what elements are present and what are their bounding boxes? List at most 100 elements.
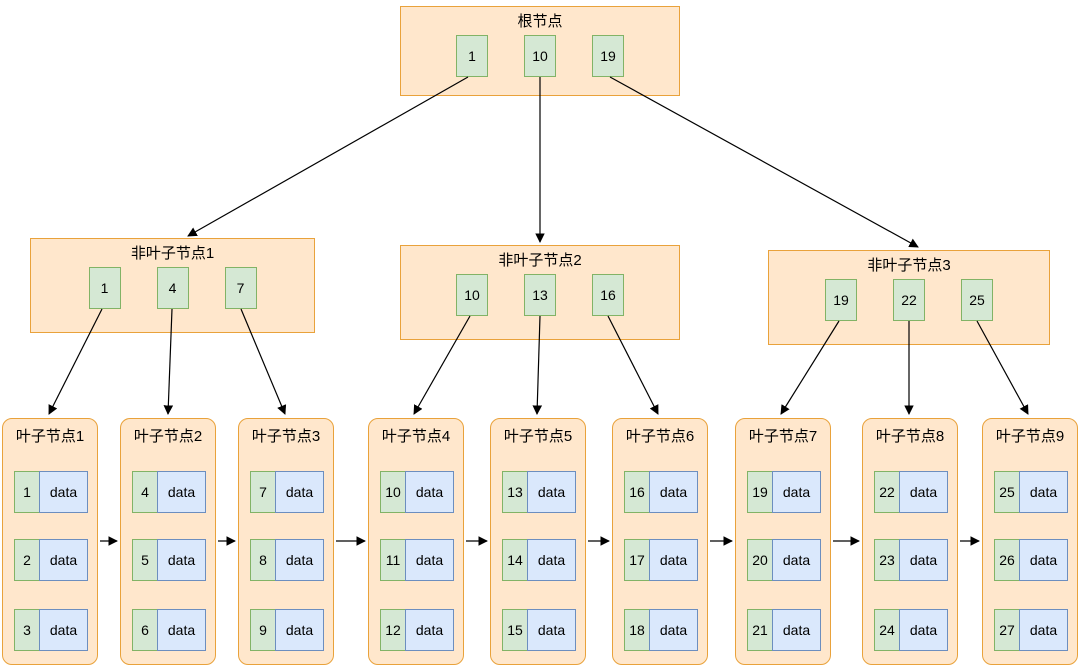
key-cell: 19 <box>747 471 773 513</box>
key-cell: 1 <box>14 471 40 513</box>
data-cell: data <box>39 471 88 513</box>
leaf-node-title: 叶子节点2 <box>133 428 203 445</box>
data-cell: data <box>899 471 948 513</box>
key-cell: 1 <box>88 267 121 309</box>
key-cell: 21 <box>747 609 773 651</box>
data-cell: data <box>405 539 454 581</box>
leaf-node-title: 叶子节点3 <box>251 428 321 445</box>
internal-node-keys: 19 22 25 <box>769 279 1049 321</box>
leaf-row: 14 data <box>502 539 576 581</box>
key-cell: 1 <box>456 35 488 77</box>
leaf-row: 10 data <box>380 471 454 513</box>
data-cell: data <box>405 471 454 513</box>
key-cell: 2 <box>14 539 40 581</box>
internal-node-2: 非叶子节点2 10 13 16 <box>400 245 680 340</box>
key-cell: 23 <box>874 539 900 581</box>
leaf-node-3: 叶子节点3 7 data 8 data 9 data <box>238 418 334 665</box>
key-cell: 24 <box>874 609 900 651</box>
data-cell: data <box>649 539 698 581</box>
data-cell: data <box>527 609 576 651</box>
leaf-row: 26 data <box>994 539 1068 581</box>
leaf-row: 20 data <box>747 539 821 581</box>
key-cell: 25 <box>994 471 1020 513</box>
leaf-row: 9 data <box>250 609 324 651</box>
key-cell: 18 <box>624 609 650 651</box>
data-cell: data <box>39 609 88 651</box>
leaf-node-title: 叶子节点6 <box>625 428 695 445</box>
data-cell: data <box>527 539 576 581</box>
leaf-row: 24 data <box>874 609 948 651</box>
leaf-row: 15 data <box>502 609 576 651</box>
leaf-row: 21 data <box>747 609 821 651</box>
key-cell: 9 <box>250 609 276 651</box>
leaf-row: 18 data <box>624 609 698 651</box>
leaf-node-9: 叶子节点9 25 data 26 data 27 data <box>982 418 1078 665</box>
leaf-node-8: 叶子节点8 22 data 23 data 24 data <box>862 418 958 665</box>
key-cell: 22 <box>893 279 925 321</box>
data-cell: data <box>1019 609 1068 651</box>
leaf-row: 22 data <box>874 471 948 513</box>
arrow-root-to-internal-3 <box>609 76 919 248</box>
key-cell: 27 <box>994 609 1020 651</box>
internal-node-3: 非叶子节点3 19 22 25 <box>768 250 1050 345</box>
key-cell: 26 <box>994 539 1020 581</box>
leaf-node-title: 叶子节点8 <box>875 428 945 445</box>
leaf-row: 1 data <box>14 471 88 513</box>
leaf-row: 23 data <box>874 539 948 581</box>
leaf-node-7: 叶子节点7 19 data 20 data 21 data <box>735 418 831 665</box>
leaf-row: 8 data <box>250 539 324 581</box>
key-cell: 11 <box>380 539 406 581</box>
root-node-keys: 1 10 19 <box>401 35 679 77</box>
leaf-row: 25 data <box>994 471 1068 513</box>
leaf-row: 19 data <box>747 471 821 513</box>
key-cell: 12 <box>380 609 406 651</box>
key-cell: 10 <box>456 274 488 316</box>
key-cell: 3 <box>14 609 40 651</box>
key-cell: 17 <box>624 539 650 581</box>
internal-node-keys: 1 4 7 <box>31 267 314 309</box>
leaf-row: 3 data <box>14 609 88 651</box>
key-cell: 19 <box>592 35 624 77</box>
leaf-row: 12 data <box>380 609 454 651</box>
key-cell: 20 <box>747 539 773 581</box>
internal-node-title: 非叶子节点3 <box>867 257 951 274</box>
key-cell: 15 <box>502 609 528 651</box>
leaf-row: 27 data <box>994 609 1068 651</box>
arrow-root-to-internal-1 <box>187 76 469 237</box>
leaf-row: 16 data <box>624 471 698 513</box>
data-cell: data <box>157 539 206 581</box>
key-cell: 13 <box>524 274 556 316</box>
data-cell: data <box>899 609 948 651</box>
data-cell: data <box>275 539 324 581</box>
internal-node-keys: 10 13 16 <box>401 274 679 316</box>
leaf-node-title: 叶子节点4 <box>381 428 451 445</box>
key-cell: 13 <box>502 471 528 513</box>
data-cell: data <box>1019 539 1068 581</box>
internal-node-title: 非叶子节点1 <box>130 245 215 262</box>
leaf-node-2: 叶子节点2 4 data 5 data 6 data <box>120 418 216 665</box>
key-cell: 6 <box>132 609 158 651</box>
data-cell: data <box>649 609 698 651</box>
data-cell: data <box>649 471 698 513</box>
data-cell: data <box>405 609 454 651</box>
data-cell: data <box>772 471 821 513</box>
internal-node-1: 非叶子节点1 1 4 7 <box>30 238 315 333</box>
leaf-row: 6 data <box>132 609 206 651</box>
key-cell: 19 <box>825 279 857 321</box>
leaf-node-title: 叶子节点9 <box>995 428 1065 445</box>
data-cell: data <box>157 609 206 651</box>
root-node: 根节点 1 10 19 <box>400 6 680 96</box>
data-cell: data <box>39 539 88 581</box>
data-cell: data <box>527 471 576 513</box>
data-cell: data <box>275 609 324 651</box>
leaf-row: 13 data <box>502 471 576 513</box>
key-cell: 7 <box>250 471 276 513</box>
data-cell: data <box>275 471 324 513</box>
data-cell: data <box>899 539 948 581</box>
leaf-row: 2 data <box>14 539 88 581</box>
data-cell: data <box>1019 471 1068 513</box>
key-cell: 4 <box>156 267 189 309</box>
key-cell: 22 <box>874 471 900 513</box>
leaf-row: 11 data <box>380 539 454 581</box>
leaf-node-6: 叶子节点6 16 data 17 data 18 data <box>612 418 708 665</box>
